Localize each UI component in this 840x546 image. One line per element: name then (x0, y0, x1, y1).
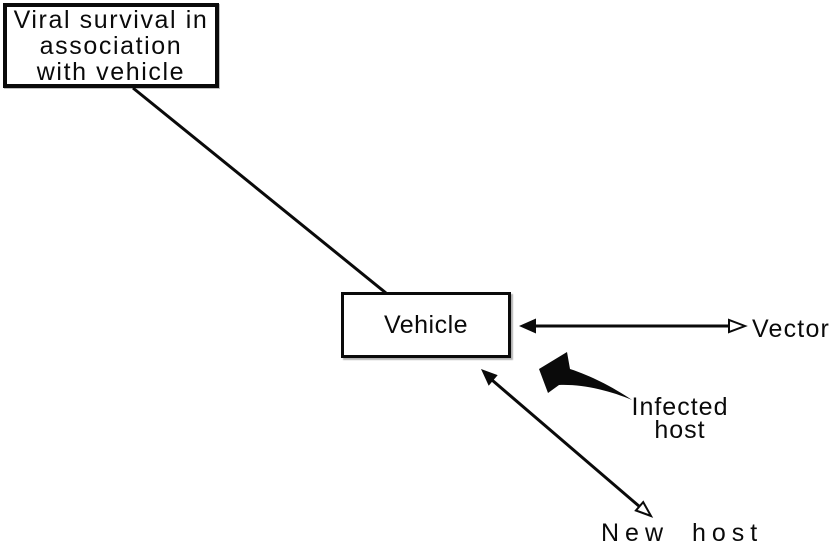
viral-survival-label: Viral survival in association with vehic… (13, 5, 209, 86)
vector-label: Vector (752, 315, 831, 343)
vehicle-label: Vehicle (383, 310, 469, 339)
infected-host-arrow (539, 352, 632, 400)
viral-survival-box: Viral survival in association with vehic… (3, 3, 219, 88)
open-arrowhead-toward-new-host (634, 500, 654, 518)
open-arrowhead-toward-vector (728, 318, 748, 334)
vehicle-vector-arrow (519, 318, 748, 334)
solid-arrowhead-toward-vehicle (481, 369, 498, 386)
vehicle-box: Vehicle (341, 292, 511, 358)
infected-host-label: Infected host (631, 393, 729, 444)
solid-arrowhead-toward-vehicle (519, 318, 536, 334)
vehicle-new-host-arrow (481, 369, 654, 518)
new-host-label: New host (601, 519, 764, 546)
survival-vehicle-line (132, 86, 387, 295)
vehicle-new-host-shaft (491, 378, 641, 509)
